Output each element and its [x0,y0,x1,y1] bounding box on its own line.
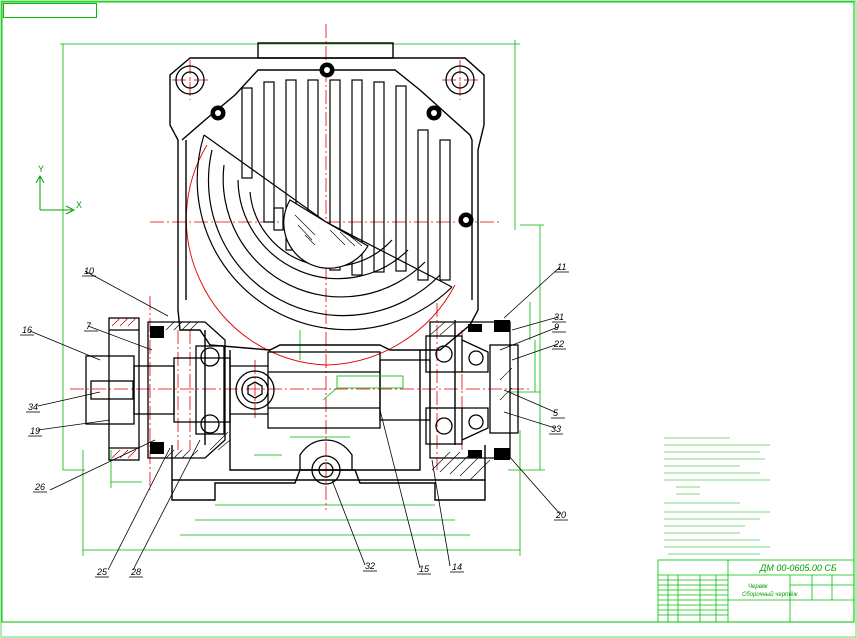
balloon-20: 20 [555,510,566,520]
title-block-code: ДМ 00-0605.00 СБ [759,563,837,573]
balloon-31: 31 [554,312,564,322]
balloon-5: 5 [553,408,559,418]
axis-label-y: Y [38,164,44,174]
technical-notes-block [664,437,770,555]
title-block [657,559,855,623]
balloon-22: 22 [553,339,564,349]
right-hatching [429,321,513,481]
note-callout-leader [322,387,338,401]
balloon-34: 34 [28,402,38,412]
wheel-hub-hatching [294,214,363,247]
axis-indicator [35,174,76,215]
document-code-stamp [3,3,97,18]
worm-shaft [85,351,431,429]
left-bearing-cover [147,321,226,459]
note-callout-box [336,375,404,389]
screw-head-highlights [215,67,469,223]
balloon-7: 7 [86,321,92,331]
inspection-plug [235,370,275,410]
balloon-16: 16 [22,325,32,335]
balloon-14: 14 [452,562,462,572]
wheel-hub-section [283,199,369,269]
balloon-28: 28 [130,567,141,577]
balloon-10: 10 [84,266,94,276]
left-hatching [165,321,231,459]
left-bolts [150,326,164,454]
axis-label-x: X [76,200,82,210]
hub-key [273,207,284,231]
cooling-fins [241,79,451,281]
balloon-25: 25 [96,567,108,577]
leader-lines [29,266,561,571]
balloon-32: 32 [365,561,375,571]
coupling-disc [108,317,140,461]
balloon-9: 9 [554,322,559,332]
balloon-11: 11 [557,262,566,272]
balloon-19: 19 [30,426,40,436]
right-bolts [468,320,510,460]
title-block-name-1: Червяк [748,584,769,590]
balloon-15: 15 [419,564,430,574]
drain-plug [299,439,353,485]
coupling-hatching [111,317,137,459]
balloon-26: 26 [34,482,45,492]
balloon-33: 33 [551,424,561,434]
corner-bolts [175,65,475,95]
title-block-name-2: Сборочный чертёж [742,591,798,598]
balloon-labels: 16 7 34 19 26 10 25 28 32 15 14 11 319 22 5 33 20 [20,262,569,578]
